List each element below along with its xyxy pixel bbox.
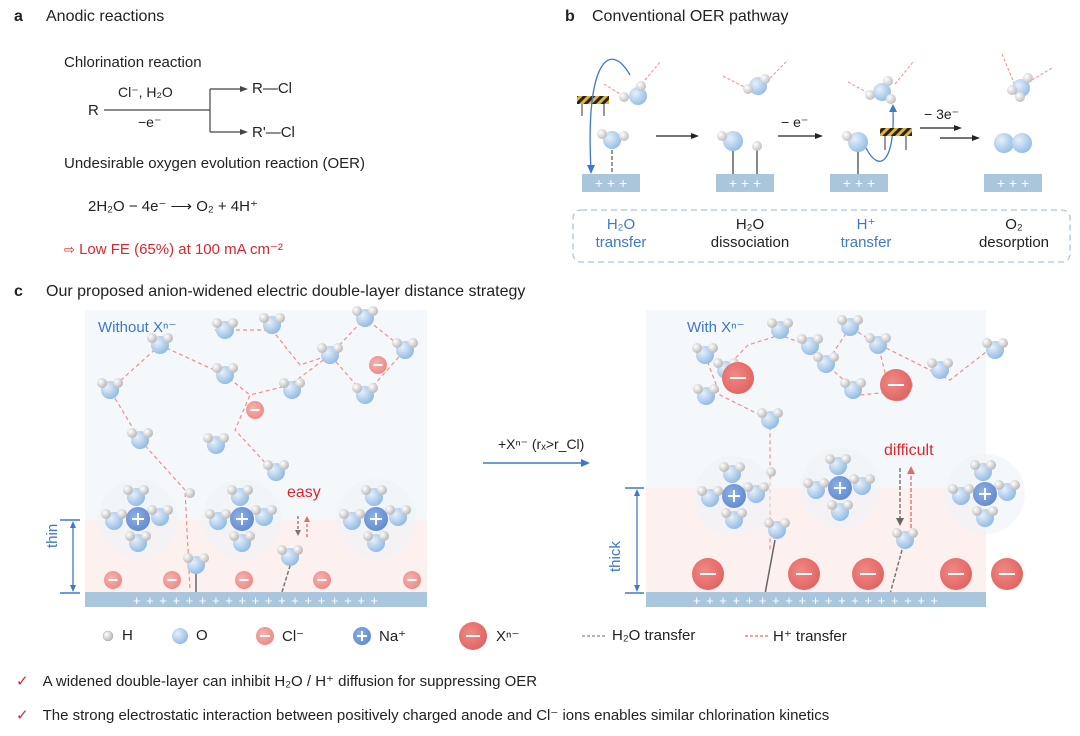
oer-equation: 2H₂O − 4e⁻ ⟶ O₂ + 4H⁺ [88,198,258,215]
electrode-b-3: + + + [830,174,888,192]
fe-note: ⇨ Low FE (65%) at 100 mA cm⁻² [64,240,283,258]
easy-label: easy [287,484,321,501]
product-1: R—Cl [252,80,292,97]
conclusion-1: ✓ A widened double-layer can inhibit H₂O … [16,672,537,690]
check-icon: ✓ [16,673,29,690]
legend-h-label: H [122,627,133,644]
legend-o-icon [172,628,188,644]
svg-text:+ + +: + + + [729,175,761,191]
barrier-1 [577,96,609,116]
oer-title: Undesirable oxygen evolution reaction (O… [64,155,365,172]
legend-x-label: Xⁿ⁻ [496,628,520,645]
step-h-transfer: H⁺transfer [840,216,892,251]
fe-note-text: Low FE (65%) at 100 mA cm⁻² [79,241,283,258]
arrow-label-e: − e⁻ [781,114,809,130]
check-icon: ✓ [16,707,29,724]
dashed-arrow-icon: ⇨ [64,242,75,257]
panel-a-label: a [14,8,23,25]
electrode-left [85,592,427,607]
steps-box [572,209,1071,263]
conclusion-2: ✓ The strong electrostatic interaction be… [16,706,829,724]
panel-c-title: Our proposed anion-widened electric doub… [46,283,526,300]
panel-a-title: Anodic reactions [46,8,165,25]
arrow-label-3e: − 3e⁻ [924,106,960,122]
barrier-2 [880,128,912,150]
legend-h2o-transfer-label: H₂O transfer [612,627,696,644]
svg-text:+ + +: + + + [595,175,627,191]
product-2: R'—Cl [252,124,295,141]
difficult-label: difficult [884,442,934,459]
electrode-left-charges: + + + + + + + + + + + + + + + + + + + [133,593,379,608]
svg-text:+ + +: + + + [843,175,875,191]
electrode-right [646,592,986,607]
conclusion-2-text: The strong electrostatic interaction bet… [42,707,830,724]
legend: H O Cl⁻ Na⁺ Xⁿ⁻ H₂O transfer H⁺ transfer [100,622,1000,650]
add-anion-label: +Xⁿ⁻ (rₓ>r_Cl) [498,436,585,452]
conclusion-1-text: A widened double-layer can inhibit H₂O /… [42,673,538,690]
electrode-b-2: + + + [716,174,774,192]
with-anion-title: With Xⁿ⁻ [687,319,745,336]
thick-bracket [625,487,644,594]
electrode-b-4: + + + [984,174,1042,192]
electrode-right-charges: + + + + + + + + + + + + + + + + + + + [693,593,939,608]
panel-c-label: c [14,283,23,300]
panel-b-title: Conventional OER pathway [592,8,789,25]
chlorination-title: Chlorination reaction [64,54,202,71]
reagent-top: Cl⁻, H₂O [118,84,173,100]
without-anion-title: Without Xⁿ⁻ [98,319,177,336]
thick-label: thick [607,541,624,572]
electrode-b-1: + + + [582,174,640,192]
legend-h-icon [102,630,114,642]
legend-cl-label: Cl⁻ [282,628,305,645]
reactant: R [88,102,99,119]
legend-o-label: O [196,627,208,644]
reagent-bottom: −e⁻ [138,114,162,130]
legend-na-label: Na⁺ [379,628,407,645]
thin-bracket [60,519,80,594]
chlorination-arrows [104,86,248,135]
svg-text:+ + +: + + + [997,175,1029,191]
oer-pathway-diagram: + + + + + + + + + + + + [572,53,1071,263]
legend-h-transfer-label: H⁺ transfer [773,628,847,645]
panel-b-label: b [565,8,575,25]
thin-label: thin [44,523,61,548]
